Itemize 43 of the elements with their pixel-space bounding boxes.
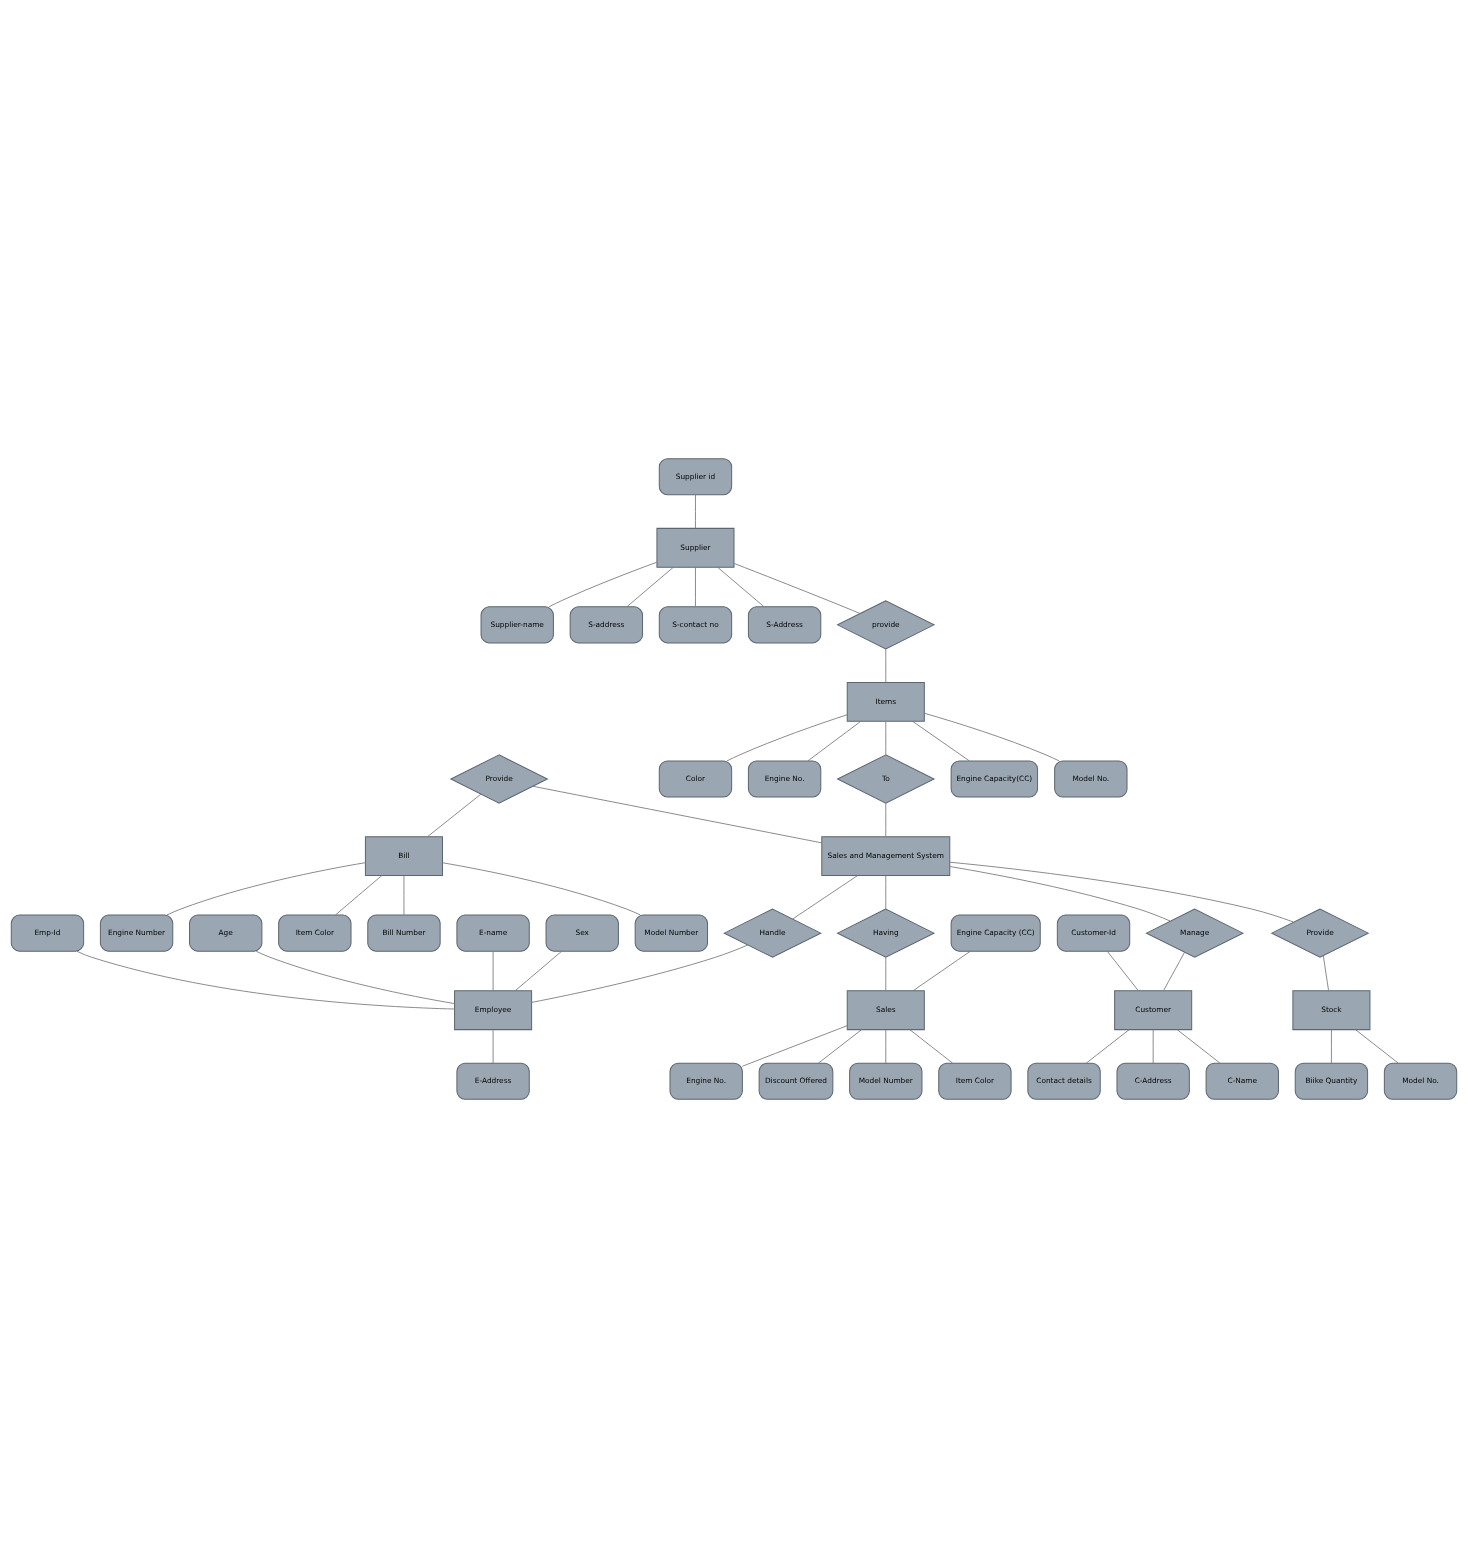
connector (807, 721, 861, 762)
connector (949, 861, 1294, 923)
connector (76, 950, 455, 1010)
connector (626, 566, 674, 607)
connector (166, 862, 366, 916)
connector (726, 714, 848, 762)
connector (885, 802, 887, 837)
connector (1152, 1029, 1154, 1064)
connector (335, 875, 383, 916)
connector (255, 950, 455, 1005)
connector (885, 956, 887, 991)
connector (531, 944, 749, 1003)
connector (427, 793, 482, 837)
connector (1106, 950, 1139, 992)
connector (1355, 1029, 1399, 1064)
connector (818, 1029, 862, 1064)
connector (885, 875, 887, 910)
connector (695, 566, 696, 607)
connector (548, 561, 658, 608)
connector (912, 950, 971, 992)
connector (885, 721, 887, 756)
connector (885, 1029, 887, 1064)
connector (1163, 951, 1185, 992)
connector (717, 566, 765, 607)
connector (403, 875, 405, 916)
connector (949, 866, 1171, 922)
connector (792, 875, 858, 920)
connector (1085, 1029, 1130, 1064)
connector (532, 785, 823, 844)
connector (492, 1029, 494, 1064)
connector (909, 1029, 954, 1064)
connector (741, 1025, 848, 1067)
connector (1176, 1029, 1221, 1064)
connector (442, 862, 641, 916)
connector (1322, 955, 1330, 992)
connector (492, 950, 494, 992)
connector (695, 494, 696, 529)
connector (885, 648, 887, 683)
connector (924, 712, 1060, 762)
connector (912, 721, 970, 762)
connector (1331, 1029, 1332, 1064)
connector (733, 562, 861, 614)
connector (514, 950, 562, 992)
